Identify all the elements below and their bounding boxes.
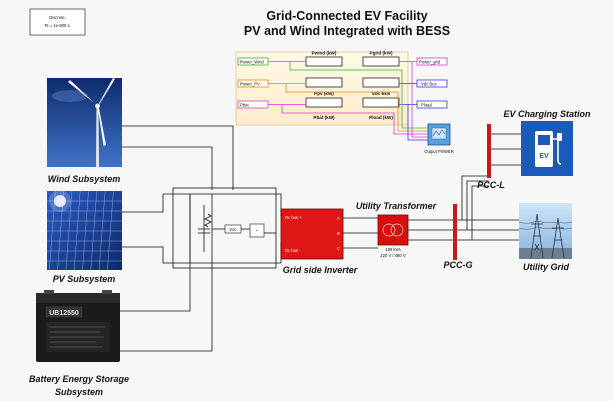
- diagram-title-line2: PV and Wind Integrated with BESS: [244, 24, 450, 38]
- svg-text:Vdc: Vdc: [229, 227, 236, 232]
- display-pbat[interactable]: Pbat (kW): [305, 97, 343, 120]
- svg-text:Pbat (kW): Pbat (kW): [313, 115, 335, 120]
- svg-text:A: A: [337, 216, 340, 221]
- pv-image[interactable]: [47, 190, 122, 271]
- transformer-rating-line2: 220 V / 480 V: [380, 253, 406, 258]
- vdc-sensor-block[interactable]: +: [249, 223, 265, 238]
- tag-power-pv[interactable]: Power_PV: [237, 79, 269, 88]
- display-pload[interactable]: Pload (kW): [362, 97, 400, 120]
- svg-text:EV: EV: [539, 153, 549, 160]
- svg-text:Vdc Bus: Vdc Bus: [421, 82, 437, 87]
- battery-subsystem-label-line1: Battery Energy Storage: [29, 374, 129, 384]
- pcc-l-bus[interactable]: [487, 124, 491, 178]
- wind-image[interactable]: [47, 78, 122, 167]
- scope-label: Output POWER: [424, 149, 454, 154]
- tag-power-wind[interactable]: Power_Wind: [237, 57, 269, 66]
- tag-pbat[interactable]: Pbat: [237, 100, 269, 109]
- svg-text:Pwind (kW): Pwind (kW): [312, 51, 337, 56]
- battery-brand-label: UB12550: [49, 310, 79, 317]
- signal-lines: [268, 61, 428, 141]
- dc-wiring: [120, 125, 282, 352]
- svg-text:Dc bus +: Dc bus +: [285, 215, 302, 220]
- transformer-rating-line1: 150 kVA: [385, 247, 401, 252]
- svg-text:Power_grid: Power_grid: [419, 60, 441, 65]
- svg-text:C: C: [337, 246, 340, 251]
- solver-line1: Discrete,: [49, 15, 66, 20]
- svg-text:B: B: [337, 231, 340, 236]
- display-vdc[interactable]: Vdc Bus: [362, 77, 400, 96]
- pcc-g-label: PCC-G: [444, 260, 473, 270]
- svg-text:Pbat: Pbat: [240, 103, 249, 108]
- tag-vdc-bus[interactable]: Vdc Bus: [416, 79, 448, 88]
- inverter-label: Grid side Inverter: [283, 265, 358, 275]
- svg-text:Pload (kW): Pload (kW): [369, 115, 393, 120]
- ac-wiring-grid: [457, 142, 519, 241]
- pcc-l-label: PCC-L: [477, 180, 505, 190]
- monitor-panel: Power_Wind Power_PV Pbat Power_grid Vdc …: [235, 51, 454, 154]
- battery-subsystem-label-line2: Subsystem: [55, 387, 103, 397]
- transformer-label: Utility Transformer: [356, 201, 437, 211]
- svg-text:Power_PV: Power_PV: [240, 82, 260, 87]
- svg-text:Pgrid (kW): Pgrid (kW): [370, 51, 393, 56]
- grid-side-inverter[interactable]: Dc bus + Dc bus - A B C: [280, 208, 344, 260]
- pv-subsystem-label: PV Subsystem: [53, 274, 116, 284]
- ac-wiring-ev: [491, 133, 521, 166]
- solver-line2: Ts = 1e-005 s.: [44, 23, 70, 28]
- display-ppv[interactable]: Ppv (kW): [305, 77, 343, 96]
- tag-pload[interactable]: Pload: [416, 100, 448, 109]
- svg-text:Ppv (kW): Ppv (kW): [314, 91, 334, 96]
- output-power-scope[interactable]: Output POWER: [424, 123, 454, 154]
- battery-image[interactable]: UB12550: [36, 290, 120, 362]
- ev-charging-station-image[interactable]: EV: [521, 121, 573, 176]
- diagram-title-line1: Grid-Connected EV Facility: [266, 9, 427, 23]
- svg-text:Pload: Pload: [421, 103, 432, 108]
- svg-text:Vdc Bus: Vdc Bus: [372, 91, 391, 96]
- utility-transformer[interactable]: 150 kVA 220 V / 480 V: [377, 214, 409, 258]
- ac-wiring-1: [343, 217, 378, 249]
- vdc-measurement-block[interactable]: Vdc: [224, 224, 242, 234]
- svg-text:+: +: [256, 228, 259, 233]
- svg-text:Power_Wind: Power_Wind: [240, 60, 264, 65]
- utility-grid-image[interactable]: [518, 203, 573, 259]
- ac-wiring-2: [408, 219, 453, 241]
- utility-grid-label: Utility Grid: [523, 262, 570, 272]
- svg-text:Dc bus -: Dc bus -: [285, 248, 301, 253]
- ev-station-label: EV Charging Station: [503, 109, 591, 119]
- pcc-g-bus[interactable]: [453, 204, 457, 260]
- wind-subsystem-label: Wind Subsystem: [48, 174, 120, 184]
- tag-power-grid[interactable]: Power_grid: [416, 57, 448, 66]
- solver-block[interactable]: Discrete, Ts = 1e-005 s.: [29, 8, 86, 36]
